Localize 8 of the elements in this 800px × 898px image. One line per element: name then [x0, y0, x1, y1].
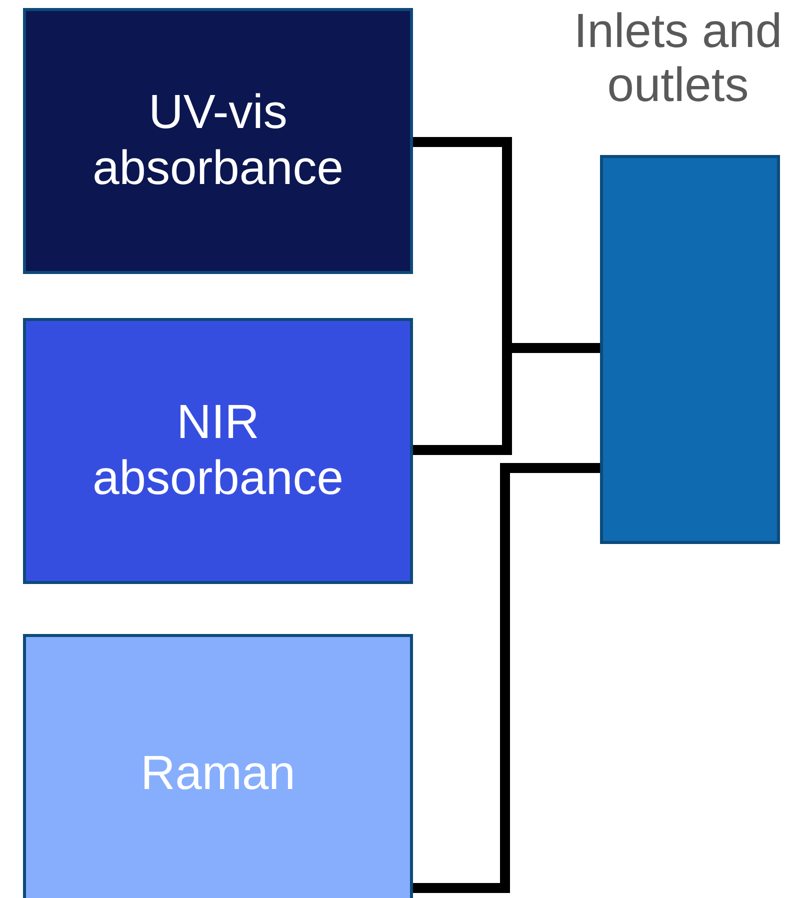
- box-label: UV-vis absorbance: [92, 85, 344, 197]
- heading: Inlets and outlets: [572, 5, 784, 113]
- box-label: NIR absorbance: [92, 395, 344, 507]
- box-label: Raman: [140, 746, 296, 802]
- connector-line: [413, 463, 600, 893]
- process-box: [23, 8, 413, 274]
- process-box: [23, 318, 413, 584]
- process-box: [23, 634, 413, 898]
